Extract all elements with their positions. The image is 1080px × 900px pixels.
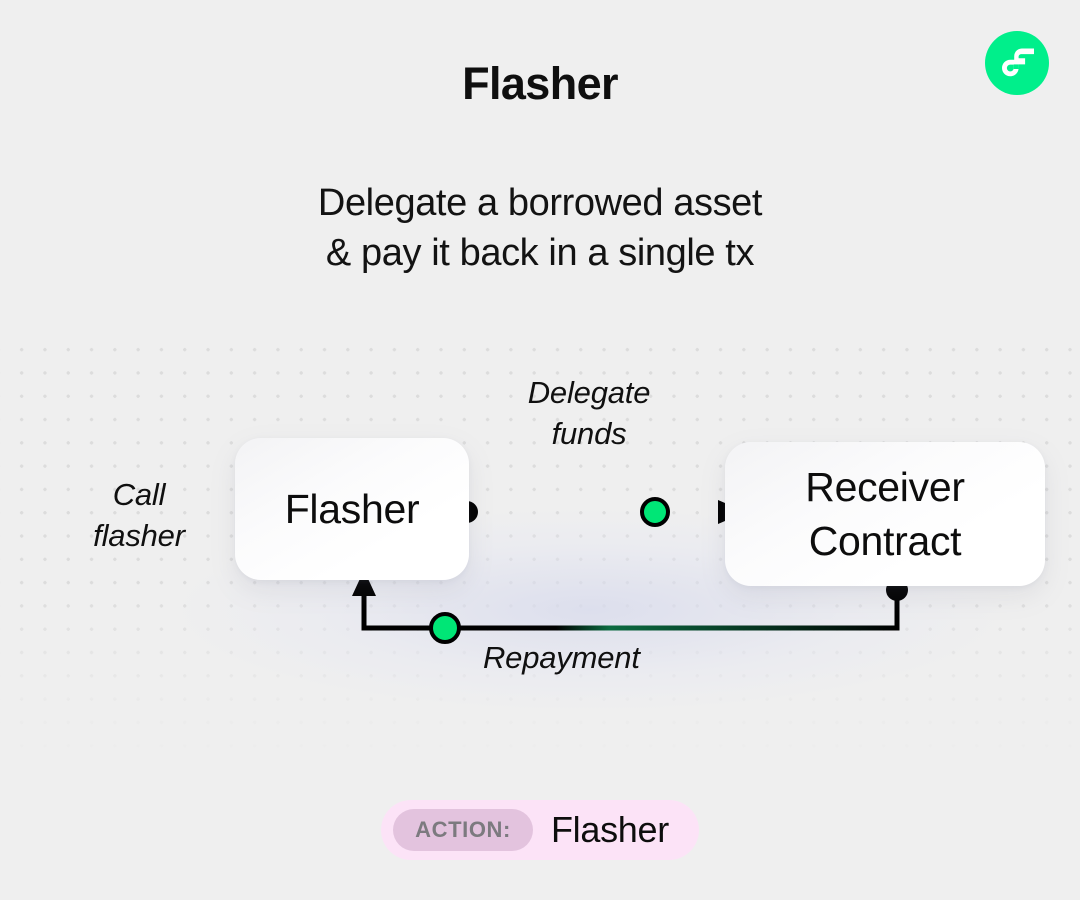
edge-label-repayment: Repayment xyxy=(483,640,640,675)
page-subtitle: Delegate a borrowed asset & pay it back … xyxy=(0,178,1080,278)
wire-repayment xyxy=(361,592,900,631)
node-receiver-label-line-1: Receiver xyxy=(805,464,965,510)
action-badge-row: ACTION: Flasher xyxy=(0,800,1080,860)
node-receiver-contract-label: Receiver Contract xyxy=(805,460,965,568)
edge-label-call-flasher: Call flasher xyxy=(44,474,234,556)
edge-label-call-line-1: Call xyxy=(112,477,166,512)
node-flasher[interactable]: Flasher xyxy=(235,438,469,580)
edge-label-call-line-2: flasher xyxy=(93,518,185,553)
action-badge-value: Flasher xyxy=(550,809,669,850)
edge-label-delegate-line-1: Delegate xyxy=(527,375,651,410)
action-badge-kind: ACTION: xyxy=(393,809,533,851)
flow-logo xyxy=(985,31,1049,95)
subtitle-line-1: Delegate a borrowed asset xyxy=(317,182,763,224)
flow-logo-icon xyxy=(1002,48,1034,77)
flow-marker-delegate xyxy=(640,497,670,527)
action-badge[interactable]: ACTION: Flasher xyxy=(381,800,699,860)
arrowhead-repayment xyxy=(352,570,376,596)
edge-label-delegate-funds: Delegate funds xyxy=(474,372,704,454)
page-title: Flasher xyxy=(462,58,618,109)
flow-marker-repayment xyxy=(429,612,461,644)
node-receiver-contract[interactable]: Receiver Contract xyxy=(725,442,1045,586)
edge-label-delegate-line-2: funds xyxy=(551,416,627,451)
node-flasher-label: Flasher xyxy=(284,486,420,532)
node-receiver-label-line-2: Contract xyxy=(808,518,962,564)
subtitle-line-2: & pay it back in a single tx xyxy=(325,232,755,274)
flasher-flow-diagram: Flasher Receiver Contract Call flasher D… xyxy=(0,330,1080,760)
flow-logo-inner-square xyxy=(1013,64,1019,69)
